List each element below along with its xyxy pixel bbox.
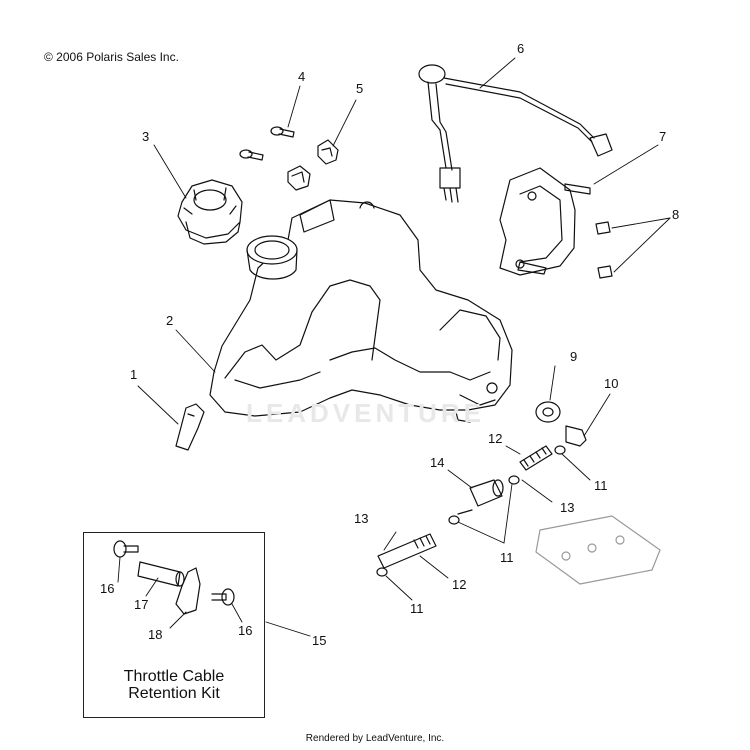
bolt-part-4 (239, 126, 295, 161)
callout-16b[interactable]: 16 (238, 623, 253, 638)
callout-17[interactable]: 17 (134, 597, 149, 612)
kit-title-line-2: Retention Kit (128, 685, 220, 702)
watermark-text: LEADVENTURE (246, 398, 486, 428)
callout-9[interactable]: 9 (570, 349, 578, 364)
callout-7[interactable]: 7 (659, 129, 667, 144)
callout-11c[interactable]: 11 (410, 601, 424, 616)
grommet-part-9 (535, 401, 561, 423)
callout-12b[interactable]: 12 (452, 577, 467, 592)
kit-title-line-1: Throttle Cable (123, 668, 225, 685)
retention-kit-parts (113, 540, 235, 615)
fuel-sender-part-6 (418, 64, 613, 203)
copyright-text: © 2006 Polaris Sales Inc. (44, 50, 179, 64)
callout-8[interactable]: 8 (672, 207, 680, 222)
callout-5[interactable]: 5 (356, 81, 364, 96)
callout-13a[interactable]: 13 (560, 500, 575, 515)
elbow-fitting-part-10 (565, 425, 587, 447)
screw-part-8 (595, 221, 613, 279)
callout-4[interactable]: 4 (298, 69, 306, 84)
footer-credit: Rendered by LeadVenture, Inc. (305, 733, 445, 744)
fuel-line-parts (376, 445, 566, 577)
leader-lines (117, 57, 671, 637)
callout-15[interactable]: 15 (312, 633, 327, 648)
clip-nut-part-5 (287, 139, 339, 191)
callout-1[interactable]: 1 (130, 367, 138, 382)
callout-6[interactable]: 6 (517, 41, 525, 56)
background-part-outline (535, 515, 661, 585)
retention-kit-box (83, 532, 265, 718)
callout-11a[interactable]: 11 (594, 478, 608, 493)
fuel-tank (209, 199, 513, 423)
callout-11b[interactable]: 11 (500, 550, 514, 565)
kit-title: Throttle Cable Retention Kit (83, 668, 265, 702)
callout-10[interactable]: 10 (604, 376, 619, 391)
callout-14[interactable]: 14 (430, 455, 445, 470)
callout-3[interactable]: 3 (142, 129, 150, 144)
callout-12a[interactable]: 12 (488, 431, 503, 446)
callout-18[interactable]: 18 (148, 627, 163, 642)
callout-16a[interactable]: 16 (100, 581, 115, 596)
filler-neck (246, 235, 298, 280)
fuel-cap (177, 179, 243, 245)
bracket-part-7 (499, 167, 591, 276)
callout-2[interactable]: 2 (166, 313, 174, 328)
callout-13b[interactable]: 13 (354, 511, 369, 526)
part-1 (175, 403, 205, 451)
